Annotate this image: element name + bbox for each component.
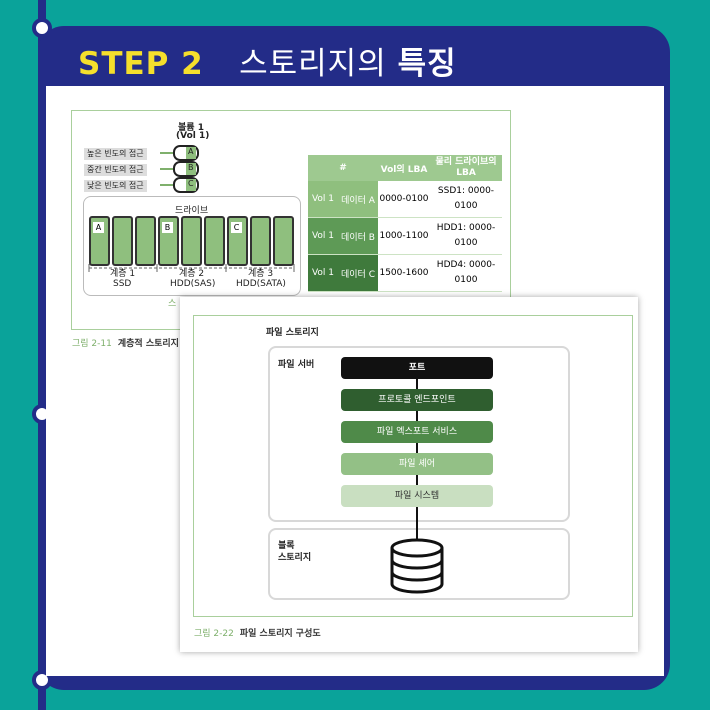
file-server-label: 파일 서버 bbox=[278, 360, 315, 370]
caption-number: 그림 2-22 bbox=[194, 629, 234, 639]
table-row: Vol 1 데이터 A 0000-0100 SSD1: 0000-0100 bbox=[308, 181, 502, 218]
volume-sub-label: (Vol 1) bbox=[176, 131, 210, 141]
cell-vol: Vol 1 bbox=[308, 254, 338, 292]
cell-phys: HDD4: 0000-0100 bbox=[430, 254, 502, 292]
step-label: STEP 2 bbox=[78, 46, 204, 82]
drive-slot bbox=[112, 216, 133, 266]
caption-text: 파일 스토리지 구성도 bbox=[239, 629, 321, 639]
tier-3-name: 계층 3 bbox=[248, 269, 274, 279]
table-row: Vol 1 데이터 B 1000-1100 HDD1: 0000-0100 bbox=[308, 217, 502, 255]
drive-box bbox=[83, 196, 301, 296]
stack-letter-c: C bbox=[188, 179, 194, 188]
caption-number: 그림 2-11 bbox=[72, 339, 112, 349]
drive-slot bbox=[204, 216, 225, 266]
file-storage-title: 파일 스토리지 bbox=[266, 328, 319, 338]
layer-file-share: 파일 셰어 bbox=[341, 453, 493, 475]
partial-label: 스 bbox=[168, 299, 177, 309]
layer-port: 포트 bbox=[341, 357, 493, 379]
page-title: STEP 2 스토리지의 특징 bbox=[78, 38, 457, 83]
caption-text: 계층적 스토리지 bbox=[117, 339, 179, 349]
stack-letter-b: B bbox=[188, 163, 194, 172]
cell-data: 데이터 A bbox=[338, 181, 378, 218]
drive-slot: A bbox=[89, 216, 110, 266]
block-storage-box bbox=[268, 528, 570, 600]
drive-slot bbox=[273, 216, 294, 266]
table-row: Vol 1 데이터 C 1500-1600 HDD4: 0000-0100 bbox=[308, 254, 502, 292]
cell-lba: 0000-0100 bbox=[378, 181, 430, 218]
cell-phys: HDD1: 0000-0100 bbox=[430, 217, 502, 255]
figure-2-22-caption: 그림 2-22 파일 스토리지 구성도 bbox=[194, 626, 321, 639]
volume-label: 볼륨 1 bbox=[178, 123, 204, 133]
database-icon bbox=[390, 538, 444, 594]
cell-phys: SSD1: 0000-0100 bbox=[430, 181, 502, 218]
freq-high: 높은 빈도의 접근 bbox=[84, 148, 147, 160]
tier-divider bbox=[88, 264, 295, 272]
table-header-row: # Vol의 LBA 물리 드라이브의 LBA bbox=[308, 155, 502, 181]
cell-data: 데이터 B bbox=[338, 217, 378, 255]
drive-slot: B bbox=[158, 216, 179, 266]
cell-lba: 1000-1100 bbox=[378, 217, 430, 255]
figure-2-11-caption: 그림 2-11 계층적 스토리지 bbox=[72, 336, 179, 349]
volume-stack-icon bbox=[160, 145, 199, 193]
tier-3-type: HDD(SATA) bbox=[236, 279, 286, 289]
file-server-box bbox=[268, 346, 570, 522]
block-storage-label-1: 블록 bbox=[278, 541, 295, 551]
drive-slot bbox=[181, 216, 202, 266]
tier-2-type: HDD(SAS) bbox=[170, 279, 216, 289]
stack-letter-a: A bbox=[188, 147, 194, 156]
slot-letter-b: B bbox=[162, 222, 173, 233]
binder-ring-icon bbox=[32, 18, 52, 38]
cell-data: 데이터 C bbox=[338, 254, 378, 292]
table-header-vol-lba: Vol의 LBA bbox=[378, 155, 430, 181]
drive-slot: C bbox=[227, 216, 248, 266]
layer-file-system: 파일 시스템 bbox=[341, 485, 493, 507]
title-regular: 스토리지의 bbox=[239, 46, 398, 82]
tier-2-name: 계층 2 bbox=[179, 269, 205, 279]
drive-label: 드라이브 bbox=[175, 206, 209, 216]
figure-2-22-frame bbox=[193, 315, 633, 617]
block-storage-label-2: 스토리지 bbox=[278, 553, 312, 563]
freq-low: 낮은 빈도의 접근 bbox=[84, 180, 147, 192]
table-header-phys-lba: 물리 드라이브의 LBA bbox=[430, 155, 502, 181]
slot-letter-c: C bbox=[231, 222, 242, 233]
tier-1-type: SSD bbox=[113, 279, 132, 289]
cell-lba: 1500-1600 bbox=[378, 254, 430, 292]
layer-file-export-service: 파일 엑스포트 서비스 bbox=[341, 421, 493, 443]
cell-vol: Vol 1 bbox=[308, 181, 338, 218]
cell-vol: Vol 1 bbox=[308, 217, 338, 255]
title-bold: 특징 bbox=[397, 46, 457, 82]
freq-mid: 중간 빈도의 접근 bbox=[84, 164, 147, 176]
drive-slot bbox=[135, 216, 156, 266]
slot-letter-a: A bbox=[93, 222, 104, 233]
drive-slot bbox=[250, 216, 271, 266]
table-header-index: # bbox=[308, 155, 378, 181]
layer-protocol-endpoint: 프로토콜 엔드포인트 bbox=[341, 389, 493, 411]
lba-table: # Vol의 LBA 물리 드라이브의 LBA Vol 1 데이터 A 0000… bbox=[308, 155, 502, 292]
tier-1-name: 계층 1 bbox=[110, 269, 136, 279]
